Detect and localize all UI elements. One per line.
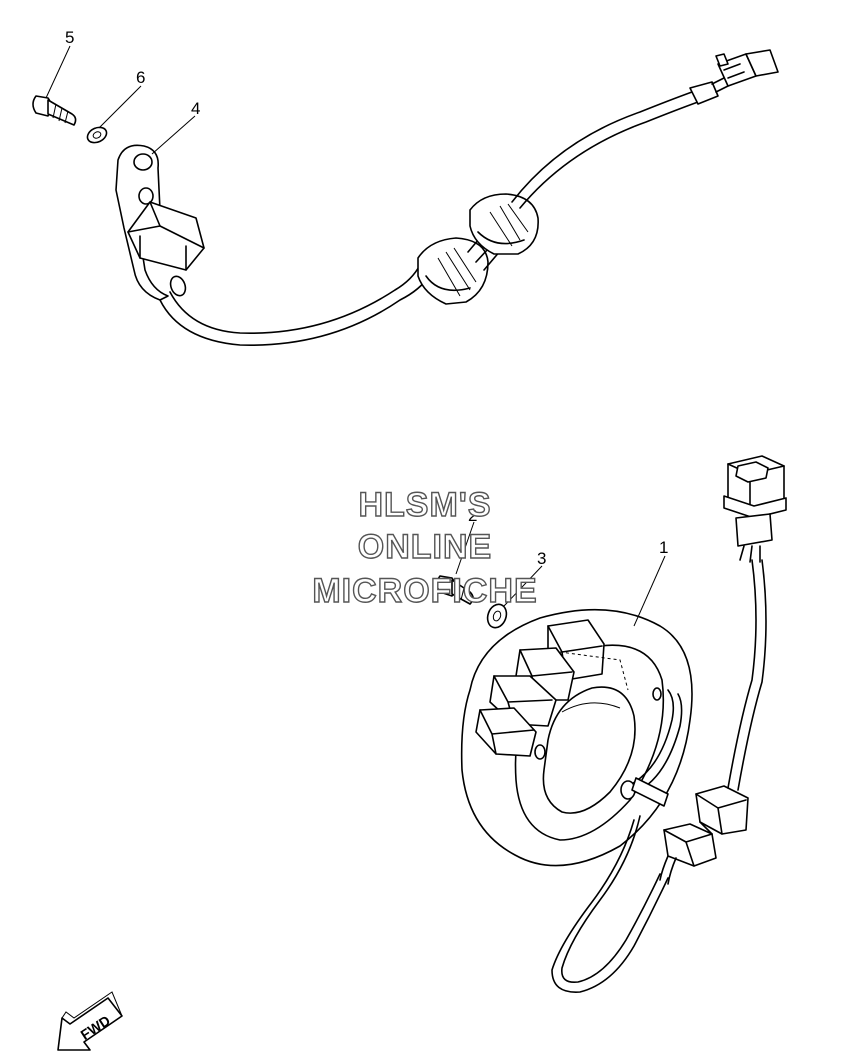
grommet-lower bbox=[417, 237, 489, 305]
fwd-arrow: FWD bbox=[57, 991, 123, 1051]
watermark: HLSM'S ONLINE MICROFICHE bbox=[312, 485, 538, 610]
watermark-line-1: HLSM'S bbox=[358, 486, 491, 524]
stator-assembly bbox=[436, 455, 787, 993]
grommet-upper bbox=[469, 193, 539, 255]
top-connector bbox=[715, 49, 779, 87]
callout-1: 1 bbox=[659, 538, 668, 557]
lower-connector-pair bbox=[659, 785, 749, 885]
callout-4: 4 bbox=[191, 99, 200, 118]
callout-numbers: 5 6 4 2 3 1 bbox=[65, 28, 668, 568]
stator-windings bbox=[475, 619, 662, 760]
bolt-part-5 bbox=[32, 95, 77, 126]
washer-part-6 bbox=[86, 126, 108, 144]
stator-connector bbox=[723, 455, 787, 547]
callout-6: 6 bbox=[136, 68, 145, 87]
callout-2: 2 bbox=[468, 506, 477, 525]
pulser-body bbox=[127, 201, 205, 297]
callout-3: 3 bbox=[537, 549, 546, 568]
bolt-part-2 bbox=[436, 575, 474, 605]
leader-lines bbox=[45, 45, 666, 627]
watermark-line-2: ONLINE bbox=[358, 528, 492, 566]
pulser-coil-assembly bbox=[32, 49, 779, 346]
callout-5: 5 bbox=[65, 28, 74, 47]
watermark-line-3: MICROFICHE bbox=[312, 572, 537, 610]
washer-part-3 bbox=[486, 603, 508, 629]
